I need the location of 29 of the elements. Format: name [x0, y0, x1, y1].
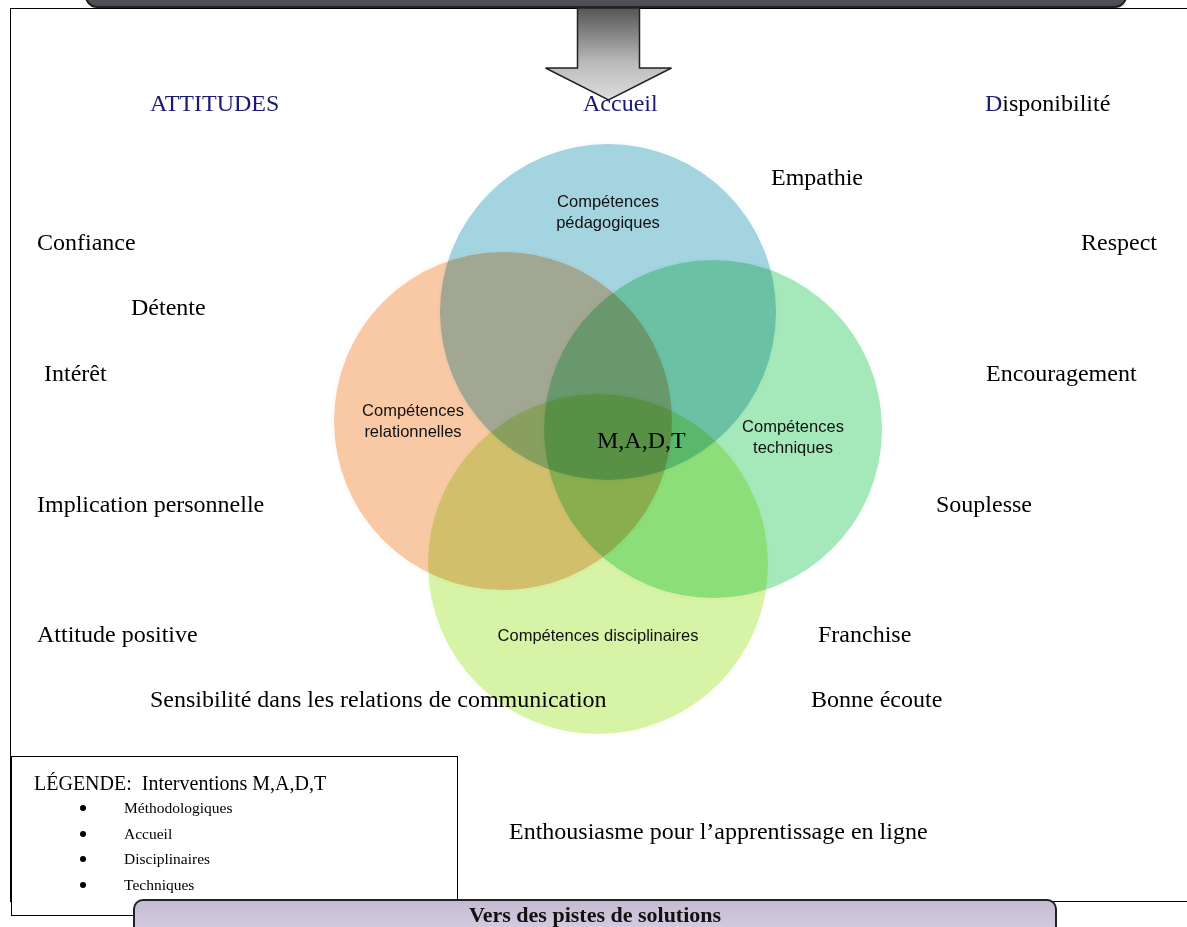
legend-title: LÉGENDE: Interventions M,A,D,T: [34, 771, 327, 795]
legend-box: [11, 756, 458, 916]
attribute-text: Souplesse: [936, 490, 1032, 519]
attribute-text: Confiance: [37, 228, 136, 257]
attribute-text: Accueil: [583, 89, 658, 118]
attribute-text: ATTITUDES: [150, 89, 280, 118]
attribute-text: Respect: [1081, 228, 1157, 257]
legend-item: Méthodologiques: [124, 799, 233, 816]
circle-label: Compétences relationnelles: [361, 399, 465, 442]
attribute-text: M,A,D,T: [597, 426, 686, 455]
attribute-text: Attitude positive: [37, 620, 198, 649]
circle-label: Compétences techniques: [741, 415, 845, 458]
legend-item: Techniques: [124, 875, 195, 893]
legend-item: Accueil: [124, 824, 173, 842]
legend-item: Disciplinaires: [124, 850, 211, 867]
footer-title: Vers des pistes de solutions: [468, 902, 722, 927]
attribute-text: Empathie: [771, 163, 863, 192]
attribute-text: Sensibilité dans les relations de communication: [150, 685, 607, 714]
attribute-text: Détente: [131, 293, 206, 322]
attribute-text: Intérêt: [44, 359, 107, 388]
circle-label: Compétences pédagogiques: [555, 190, 661, 233]
attribute-text: Franchise: [818, 620, 912, 649]
attribute-text: Implication personnelle: [37, 490, 265, 519]
circle-label: Compétences disciplinaires: [496, 625, 700, 647]
block-arrow: [544, 7, 673, 101]
attribute-text: Disponibilité: [985, 89, 1111, 118]
attribute-text: Bonne écoute: [811, 685, 943, 714]
attribute-text: Enthousiasme pour l’apprentissage en ligne: [509, 817, 928, 846]
attribute-text: Encouragement: [986, 359, 1137, 388]
